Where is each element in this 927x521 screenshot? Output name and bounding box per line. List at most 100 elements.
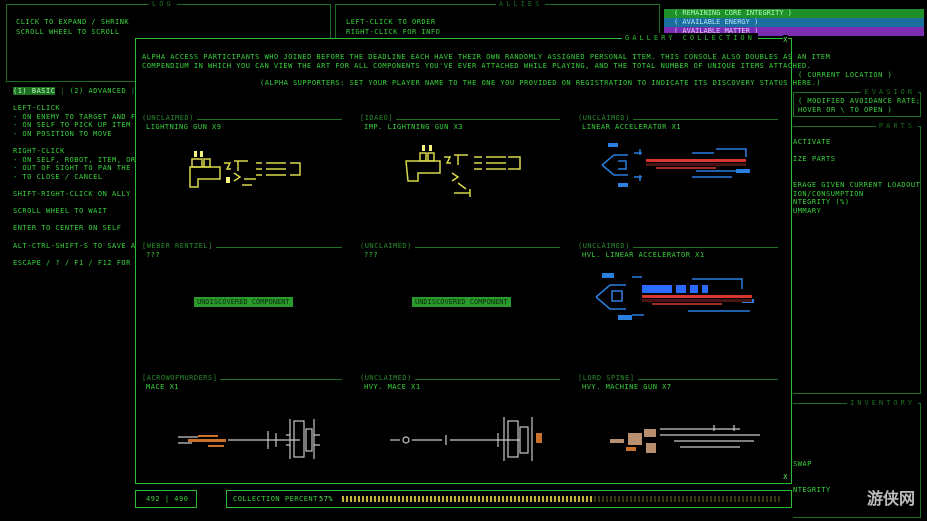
item-name: ???	[146, 251, 161, 259]
hvy-linear-accelerator-art	[595, 273, 754, 320]
help-line	[13, 180, 135, 189]
gallery-item[interactable]: (Unclaimed)???UNDISCOVERED COMPONENT	[360, 241, 570, 369]
log-line: Scroll wheel to scroll	[16, 28, 120, 36]
imp-lightning-gun-art	[405, 145, 521, 197]
help-panel: (1) BASIC | (2) ADVANCED | ( Left-click …	[13, 86, 135, 286]
item-art	[186, 149, 311, 198]
item-owner: [Lord Spine]	[578, 373, 638, 384]
hvy-machine-gun-art	[610, 425, 760, 453]
help-line: Alt-Ctrl-Shift-s to save an	[13, 241, 135, 250]
gallery-item[interactable]: [Weber Rentzel]???UNDISCOVERED COMPONENT	[142, 241, 352, 369]
help-line: - On enemy to target and f	[13, 112, 135, 121]
energy-bar[interactable]: ( Available energy )	[664, 18, 924, 27]
item-owner: (Unclaimed)	[578, 241, 633, 252]
item-owner: [ACrowOfMurders]	[142, 373, 221, 384]
linear-accelerator-art	[601, 143, 750, 187]
current-location[interactable]: ( Current location )	[798, 71, 893, 79]
help-line: Shift-right-click on ally t	[13, 189, 135, 198]
gallery-item[interactable]: (Unclaimed)Linear Accelerator x1	[578, 113, 788, 241]
item-name: Lightning Gun x9	[146, 123, 222, 131]
help-line: Right-click	[13, 146, 65, 155]
help-line	[13, 198, 135, 207]
evasion-panel[interactable]: EVASION ( Modified avoidance rate; hover…	[793, 87, 921, 117]
allies-panel-title: ALLIES	[496, 0, 546, 10]
parts-line	[793, 146, 920, 155]
help-line: Left-click	[13, 104, 61, 112]
gallery-intro: compendium in which you can view the art…	[142, 62, 812, 70]
item-name: Linear Accelerator x1	[582, 123, 682, 131]
parts-line: ACTIVATE	[793, 138, 831, 146]
tab-basic[interactable]: (1) BASIC	[13, 87, 56, 95]
gallery-item[interactable]: (Unclaimed)Lightning Gun x9	[142, 113, 352, 241]
allies-line: Left-click to order	[346, 18, 436, 26]
matter-label: ( Available matter )	[674, 27, 759, 35]
parts-line: NTEGRITY (%)	[793, 198, 850, 207]
gallery-close-button[interactable]: x	[783, 35, 788, 46]
help-line	[13, 249, 135, 258]
item-owner: [Idaeo]	[360, 113, 397, 124]
item-owner: (Unclaimed)	[578, 113, 633, 124]
evasion-line: ( Modified avoidance rate;	[798, 97, 921, 105]
undiscovered-badge: UNDISCOVERED COMPONENT	[412, 297, 511, 307]
help-line: - Out of sight to pan the	[13, 164, 131, 173]
allies-line: Right-click for info	[346, 28, 441, 36]
item-name: Hvy. Mace x1	[364, 383, 421, 391]
evasion-title: EVASION	[861, 87, 918, 98]
item-owner: (Unclaimed)	[360, 373, 415, 384]
gallery-title: GALLERY COLLECTION	[622, 33, 758, 44]
parts-line: ION/CONSUMPTION	[793, 189, 864, 198]
inventory-title: INVENTORY	[847, 398, 918, 409]
energy-label: ( Available energy )	[674, 18, 759, 26]
parts-line: ERAGE GIVEN CURRENT LOADOUT	[793, 180, 921, 189]
lightning-gun-art	[189, 151, 301, 188]
matter-bar[interactable]: ( Available matter )	[664, 27, 924, 36]
help-line	[13, 232, 135, 241]
item-owner: (Unclaimed)	[360, 241, 415, 252]
parts-line	[793, 171, 920, 180]
help-line	[13, 215, 135, 224]
item-art	[596, 141, 756, 193]
item-divider	[360, 119, 560, 120]
item-divider	[142, 379, 342, 380]
item-owner: (Unclaimed)	[142, 113, 197, 124]
gallery-item[interactable]: [Idaeo]Imp. Lightning Gun x3	[360, 113, 570, 241]
gallery-item[interactable]: (Unclaimed)Hvy. Mace x1	[360, 373, 570, 501]
evasion-line: hover or \ to open )	[798, 106, 893, 114]
gallery-item[interactable]: [ACrowOfMurders]Mace x1	[142, 373, 352, 501]
log-panel-title: LOG	[149, 0, 177, 10]
item-art	[592, 271, 760, 325]
help-line: Escape / ? / F1 / F12 for h	[13, 258, 135, 267]
parts-title: PARTS	[875, 121, 918, 132]
help-lines: Left-click - On enemy to target and f - …	[13, 103, 135, 267]
item-art	[168, 415, 328, 467]
inventory-line: SWAP	[793, 460, 812, 468]
gallery-item[interactable]: (Unclaimed)Hvl. Linear Accelerator x1	[578, 241, 788, 369]
page-counter-box: 492 | 490	[135, 490, 197, 508]
gallery-item[interactable]: [Lord Spine]Hvy. Machine Gun x7	[578, 373, 788, 501]
hvy-mace-art	[390, 417, 542, 461]
item-name: Hvy. Machine Gun x7	[582, 383, 672, 391]
item-art	[386, 415, 546, 467]
inventory-line	[793, 476, 831, 485]
tab-advanced[interactable]: (2) ADVANCED	[69, 87, 127, 95]
gallery-intro: Alpha Access participants who joined bef…	[142, 53, 831, 61]
watermark-logo: 游侠网	[866, 489, 915, 508]
log-line: Click to expand / shrink	[16, 18, 130, 26]
core-integrity-bar[interactable]: ( Remaining core integrity )	[664, 9, 924, 18]
help-line: - To close / cancel	[13, 172, 103, 181]
collection-percent: 57%	[319, 495, 334, 503]
item-art	[404, 143, 529, 202]
help-line: Scroll wheel to wait	[13, 207, 108, 216]
item-divider	[578, 119, 778, 120]
gallery-close-button-bottom[interactable]: x	[783, 473, 788, 481]
item-name: Hvl. Linear Accelerator x1	[582, 251, 705, 259]
undiscovered-badge: UNDISCOVERED COMPONENT	[194, 297, 293, 307]
collection-progress-track	[342, 496, 782, 502]
item-divider	[578, 247, 778, 248]
help-line: - On position to move	[13, 129, 113, 138]
item-divider	[142, 247, 342, 248]
